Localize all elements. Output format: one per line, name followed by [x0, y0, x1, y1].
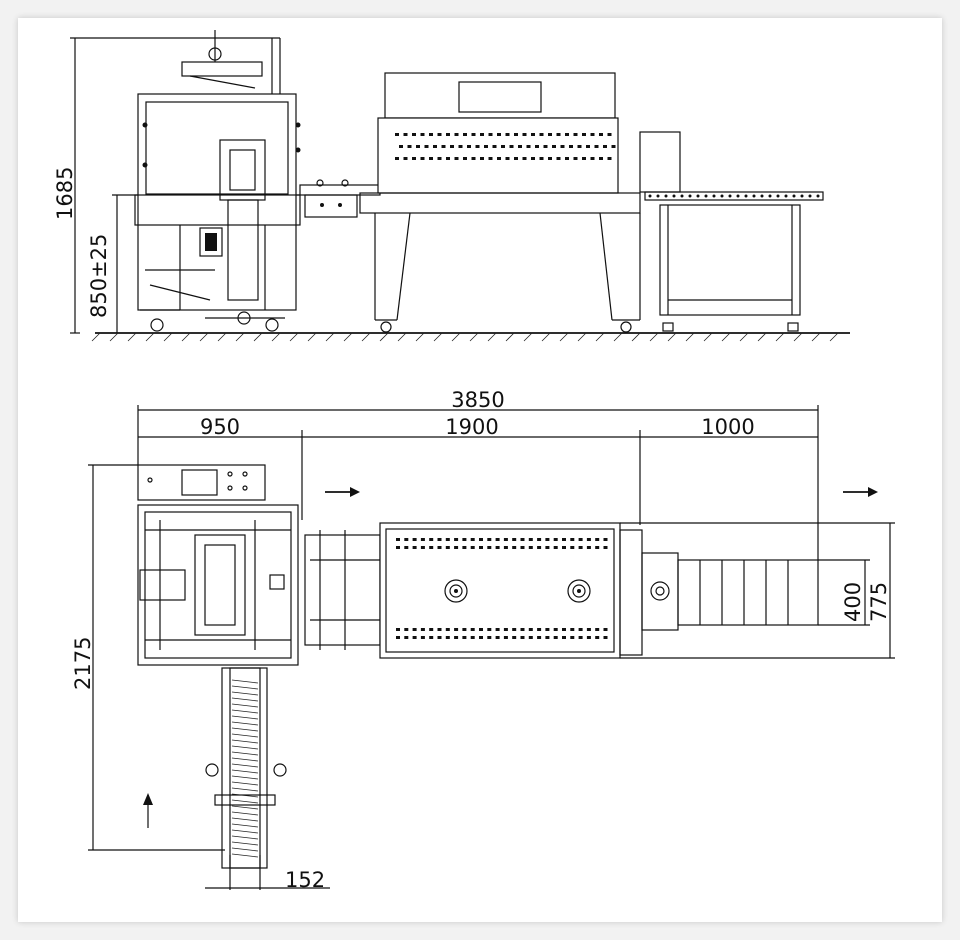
top-plan-view: 3850 950 1900 1000 2175 — [71, 388, 895, 892]
shrink-tunnel-side — [359, 72, 681, 333]
dim-total-width-label: 2175 — [71, 637, 95, 690]
fan-icon — [650, 581, 670, 601]
up-arrow-icon — [143, 793, 153, 828]
dim-infeed-width-label: 152 — [285, 868, 325, 892]
fan-icon — [567, 579, 591, 603]
ground-hatching — [91, 332, 839, 342]
dim-section-3-label: 1000 — [701, 415, 754, 439]
transfer-conveyor-top — [304, 530, 381, 650]
right-arrow-icon — [843, 487, 878, 497]
fan-icon — [444, 579, 468, 603]
dim-total-height-label: 1685 — [53, 167, 77, 220]
right-arrow-icon — [325, 487, 360, 497]
outfeed-conveyor-top — [641, 552, 819, 631]
dim-outfeed-outer-label: 775 — [867, 582, 891, 622]
sealer-machine-side — [134, 30, 301, 332]
dim-section-1-label: 950 — [200, 415, 240, 439]
side-elevation-view: 1685 850±25 — [53, 30, 850, 342]
dim-total-length-label: 3850 — [451, 388, 504, 412]
dim-conveyor-height-label: 850±25 — [87, 234, 111, 318]
tunnel-vent-slots — [395, 133, 616, 160]
dim-section-2-label: 1900 — [445, 415, 498, 439]
sealer-machine-top — [137, 504, 299, 666]
outfeed-conveyor-side — [644, 191, 824, 332]
infeed-arm-top — [205, 667, 287, 869]
infeed-conveyor-side — [299, 179, 381, 218]
control-panel-top — [137, 464, 266, 501]
shrink-tunnel-top — [379, 522, 643, 659]
dim-outfeed-inner-label: 400 — [841, 582, 865, 622]
